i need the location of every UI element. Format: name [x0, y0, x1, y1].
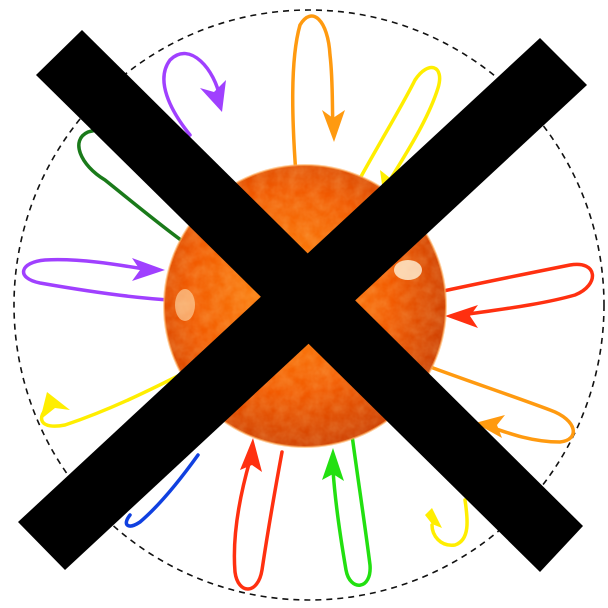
- purple-loop-left: [24, 258, 172, 300]
- yellow-loop-bottom-right: [425, 500, 467, 545]
- red-loop-right: [425, 264, 592, 328]
- red-loop-bottom: [234, 438, 282, 589]
- green-loop-bottom: [322, 435, 370, 585]
- orange-loop-top: [293, 16, 345, 175]
- cross-out-mark: [18, 30, 587, 572]
